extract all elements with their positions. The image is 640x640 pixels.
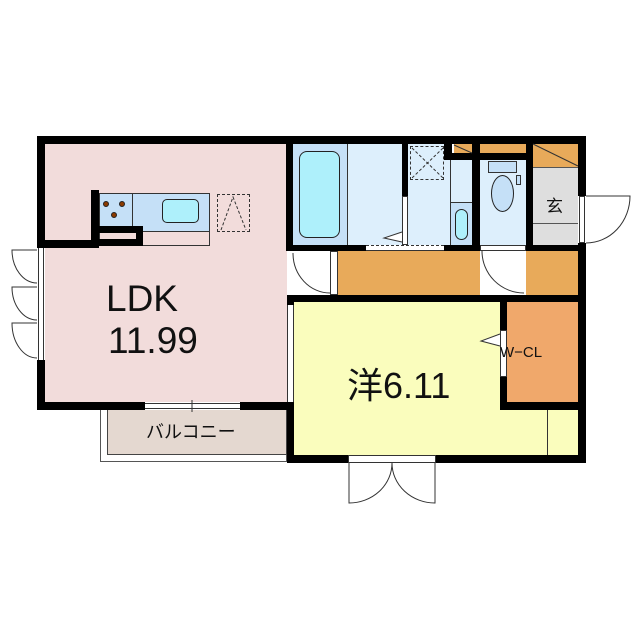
wall: [480, 153, 526, 160]
western-room-label: 洋6.11: [347, 365, 451, 406]
wall: [37, 136, 586, 144]
hall-door-panel: [330, 251, 338, 295]
wall: [287, 295, 586, 302]
wash-basin: [455, 209, 468, 240]
wall: [500, 302, 507, 330]
wall: [402, 136, 408, 196]
wall: [444, 136, 452, 160]
wall: [578, 243, 586, 463]
wall: [37, 240, 99, 248]
wall: [286, 136, 293, 251]
walk-in-closet-label: W−CL: [500, 344, 543, 361]
sliding-door-track: [366, 245, 444, 251]
toilet-bowl: [491, 175, 514, 212]
wall: [287, 295, 294, 305]
entrance-step: [533, 223, 578, 224]
burner-icon: [111, 212, 117, 218]
wall: [444, 153, 480, 160]
entrance-door-frame: [579, 196, 585, 243]
wall: [37, 360, 45, 410]
bath-door-panel: [402, 196, 408, 245]
closet-door-panel: [500, 330, 507, 377]
ldk-western-sliding-door: [287, 305, 294, 402]
balcony-label: バルコニー: [146, 422, 236, 442]
wall: [526, 136, 533, 251]
wall: [240, 402, 294, 410]
entrance-label: 玄: [546, 197, 563, 216]
shoe-storage: [533, 144, 578, 167]
wall: [472, 136, 480, 251]
closet-shelf-line: [547, 410, 548, 455]
wall: [136, 226, 143, 246]
wall: [578, 136, 586, 196]
wall: [500, 377, 507, 410]
stove-divider: [132, 193, 133, 232]
bathtub: [299, 151, 340, 238]
wall: [287, 402, 294, 463]
room-hallway: [293, 251, 578, 295]
kitchen-sink: [162, 199, 199, 223]
fridge-space: [217, 194, 250, 232]
burner-icon: [103, 201, 109, 207]
wall: [37, 136, 45, 248]
ldk-label: LDK: [106, 278, 178, 319]
burner-icon: [119, 201, 125, 207]
toilet-door-panel: [480, 245, 526, 251]
ldk-area: 11.99: [108, 320, 198, 361]
wall: [91, 239, 143, 246]
wall: [91, 190, 99, 246]
wall: [91, 226, 143, 233]
wall: [436, 455, 586, 463]
storage-shelf-2: [480, 144, 526, 154]
room-ldk: [45, 144, 287, 402]
toilet-door-swing-area: [480, 251, 526, 295]
toilet-tank: [488, 161, 517, 173]
washing-machine-space: [410, 146, 444, 180]
wall: [37, 402, 145, 410]
room-balcony: [107, 410, 287, 455]
room-walk-in-closet: [507, 302, 578, 402]
toilet-paper: [516, 175, 521, 185]
western-window-frame: [348, 455, 436, 463]
balcony-window: [145, 403, 240, 409]
wall: [286, 245, 366, 251]
wall: [287, 455, 348, 463]
window-frame: [38, 248, 44, 360]
room-entrance: [533, 167, 578, 245]
wall: [500, 402, 580, 410]
